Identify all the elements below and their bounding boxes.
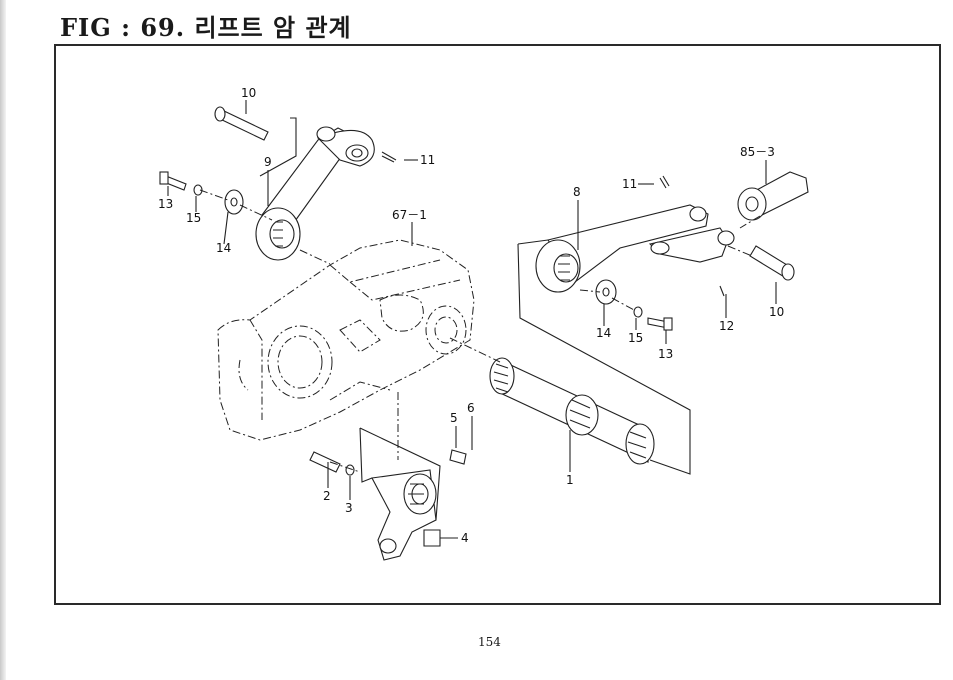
label-part-85-3: 85－3 — [740, 145, 775, 159]
bolt-washer-set-left — [159, 171, 244, 215]
label-part-14-right: 14 — [596, 326, 611, 340]
bolt-washer-set-right — [595, 279, 673, 331]
lift-arm-left — [255, 126, 375, 261]
cotter-pin-left — [381, 151, 397, 163]
label-part-10-right: 10 — [769, 305, 784, 319]
label-part-14-left: 14 — [216, 241, 231, 255]
label-part-13-left: 13 — [158, 197, 173, 211]
lift-arm-right — [535, 204, 735, 293]
bolt-5-6 — [449, 436, 473, 465]
scan-edge — [0, 0, 6, 680]
pin-12 — [719, 285, 725, 297]
pin-2-ring-3 — [309, 451, 355, 476]
label-part-3: 3 — [345, 501, 353, 515]
label-part-13-right: 13 — [658, 347, 673, 361]
page-number: 154 — [478, 635, 501, 649]
label-part-4: 4 — [461, 531, 469, 545]
label-part-15-right: 15 — [628, 331, 643, 345]
label-part-1: 1 — [566, 473, 574, 487]
label-part-10-left: 10 — [241, 86, 256, 100]
label-part-9: 9 — [264, 155, 272, 169]
label-part-12: 12 — [719, 319, 734, 333]
label-part-11-left: 11 — [420, 153, 435, 167]
pin-right — [749, 245, 795, 281]
pin-left — [214, 106, 269, 141]
lift-housing — [217, 239, 475, 441]
label-part-11-right: 11 — [622, 177, 637, 191]
bushing-85-3 — [737, 171, 809, 221]
leader-lines — [167, 100, 777, 539]
diagram-frame — [54, 44, 941, 605]
figure-title: FIG : 69. 리프트 암 관계 — [60, 13, 352, 42]
lift-shaft — [489, 357, 655, 465]
cotter-pin-right — [659, 175, 670, 189]
label-part-8: 8 — [573, 185, 581, 199]
label-part-67-1: 67－1 — [392, 208, 427, 222]
label-part-15-left: 15 — [186, 211, 201, 225]
lower-arm-4 — [371, 469, 441, 561]
assembly-lines — [199, 117, 761, 521]
label-part-2: 2 — [323, 489, 331, 503]
label-part-5: 5 — [450, 411, 458, 425]
label-part-6: 6 — [467, 401, 475, 415]
